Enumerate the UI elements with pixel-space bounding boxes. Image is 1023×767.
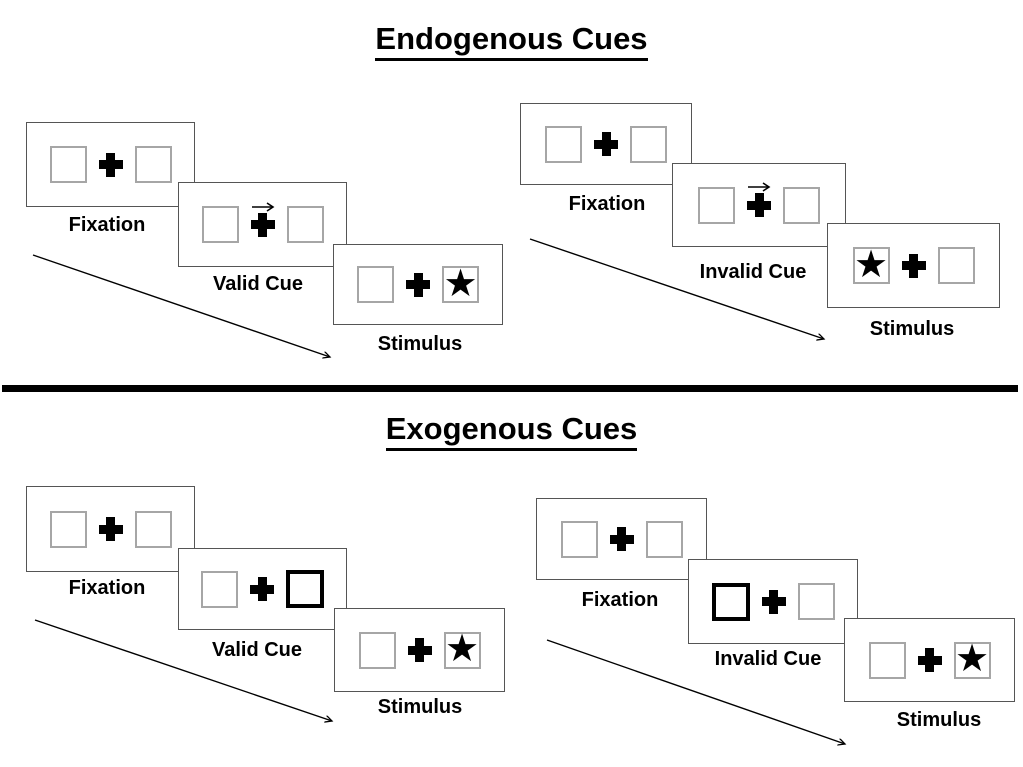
right-box-with-target: ★ xyxy=(443,628,481,670)
exogenous-title-text: Exogenous Cues xyxy=(385,411,638,451)
right-box xyxy=(797,583,835,620)
right-box xyxy=(645,520,683,558)
fixation-cross-icon xyxy=(98,152,123,177)
left-box xyxy=(49,146,87,183)
right-box-with-target: ★ xyxy=(953,638,991,680)
star-icon: ★ xyxy=(853,243,889,286)
left-box xyxy=(868,641,906,679)
left-box xyxy=(560,520,598,558)
right-box xyxy=(134,510,172,548)
fixation-cross-icon xyxy=(250,201,275,237)
fixation-cross-icon xyxy=(594,132,618,156)
fixation-card xyxy=(536,498,707,580)
left-box xyxy=(358,631,396,669)
right-box xyxy=(630,125,667,163)
stimulus-label: Stimulus xyxy=(377,333,463,355)
cue-label: Invalid Cue xyxy=(699,261,807,283)
fixation-cross-icon xyxy=(250,577,274,601)
fixation-card xyxy=(520,103,692,185)
cue-label: Valid Cue xyxy=(212,273,304,295)
right-arrow-cue-icon xyxy=(251,201,274,212)
fixation-cross-icon xyxy=(98,517,123,541)
highlighted-cue-box-left xyxy=(711,582,750,621)
right-box xyxy=(783,186,820,224)
fixation-label: Fixation xyxy=(68,577,146,599)
stimulus-card: ★ xyxy=(334,608,505,692)
timeline-arrow-endogenous-invalid xyxy=(529,238,824,339)
right-arrow-cue-icon xyxy=(748,182,771,192)
right-box-with-target: ★ xyxy=(442,262,479,305)
cue-card xyxy=(178,548,347,630)
stimulus-card: ★ xyxy=(827,223,1000,308)
cue-label: Valid Cue xyxy=(211,639,303,661)
cue-card xyxy=(688,559,858,644)
stimulus-label: Stimulus xyxy=(896,709,982,731)
cue-card xyxy=(672,163,846,247)
endogenous-title-text: Endogenous Cues xyxy=(375,21,648,61)
left-box xyxy=(357,266,394,303)
cue-label: Invalid Cue xyxy=(714,648,822,670)
star-icon: ★ xyxy=(954,638,990,680)
section-divider xyxy=(2,385,1018,392)
right-box xyxy=(134,146,172,183)
left-box xyxy=(545,125,582,163)
fixation-cross-icon xyxy=(609,527,634,551)
left-box-with-target: ★ xyxy=(852,243,890,286)
cue-card xyxy=(178,182,347,267)
star-icon: ★ xyxy=(444,628,480,670)
left-box xyxy=(201,206,239,243)
stimulus-label: Stimulus xyxy=(377,696,463,718)
fixation-cross-icon xyxy=(406,272,430,297)
right-box xyxy=(937,247,975,284)
fixation-card xyxy=(26,122,195,207)
fixation-cross-icon xyxy=(901,253,926,278)
endogenous-section-title: Endogenous Cues xyxy=(0,21,1023,61)
stimulus-card: ★ xyxy=(844,618,1015,702)
timeline-arrow-exogenous-valid xyxy=(34,619,332,721)
highlighted-cue-box-right xyxy=(286,570,324,608)
fixation-cross-icon xyxy=(761,589,786,614)
left-box xyxy=(698,186,735,224)
exogenous-section-title: Exogenous Cues xyxy=(0,411,1023,451)
fixation-card xyxy=(26,486,195,572)
fixation-cross-icon xyxy=(917,648,942,672)
fixation-label: Fixation xyxy=(568,193,646,215)
fixation-cross-icon xyxy=(747,182,771,217)
stimulus-card: ★ xyxy=(333,244,503,325)
fixation-label: Fixation xyxy=(581,589,659,611)
star-icon: ★ xyxy=(443,262,478,305)
stimulus-label: Stimulus xyxy=(869,318,955,340)
timeline-arrow-endogenous-valid xyxy=(32,254,330,357)
fixation-cross-icon xyxy=(407,638,432,662)
right-box xyxy=(286,206,324,243)
left-box xyxy=(49,510,87,548)
left-box xyxy=(201,570,238,608)
fixation-label: Fixation xyxy=(68,214,146,236)
